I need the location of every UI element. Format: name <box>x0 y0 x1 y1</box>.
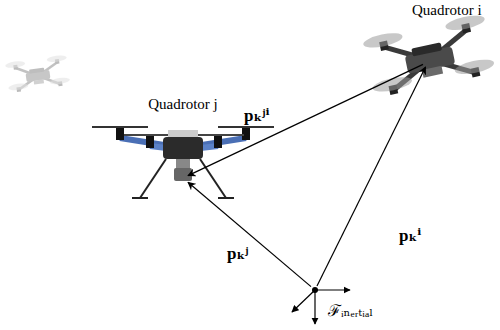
quadrotor-anchor: Quadrotor i <box>423 57 433 67</box>
ghost-quadrotor <box>5 54 71 93</box>
node-label: Quadrotor i <box>412 2 482 19</box>
quadrotor-anchor: ℱᵢₙₑᵣₜᵢₐₗ <box>311 286 319 294</box>
vector-label: pₖⁱ <box>398 226 422 246</box>
position-vector <box>188 64 423 175</box>
position-vector <box>188 182 311 286</box>
quadrotor-i-picture <box>362 13 496 98</box>
vector-label: pₖʲⁱ <box>243 106 271 126</box>
quadrotor-anchor: Quadrotor j <box>178 173 188 183</box>
vector-label: pₖʲ <box>226 244 249 264</box>
position-vector <box>317 67 426 286</box>
quadrotor-j-picture <box>92 127 274 198</box>
node-label: Quadrotor j <box>148 96 218 113</box>
node-label: ℱᵢₙₑᵣₜᵢₐₗ <box>328 302 373 320</box>
